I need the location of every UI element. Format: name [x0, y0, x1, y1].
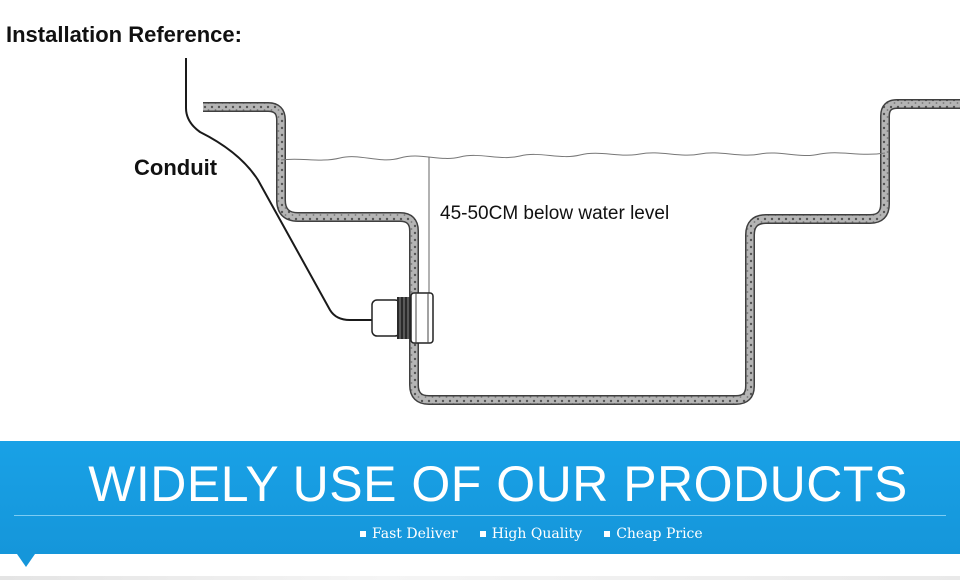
square-bullet-icon: [479, 531, 486, 537]
bottom-strip: [0, 576, 960, 580]
water-surface-line: [280, 152, 886, 161]
depth-label: 45-50CM below water level: [440, 203, 670, 224]
square-bullet-icon: [360, 531, 366, 537]
feature-list: Fast Deliver High Quality Cheap Price: [360, 526, 703, 542]
feature-label: High Quality: [491, 526, 583, 542]
banner-pointer-arrow-icon: [17, 554, 35, 567]
installation-diagram: Installation Reference: Conduit 45-50CM …: [6, 22, 960, 405]
feature-item: High Quality: [479, 526, 583, 542]
products-banner: WIDELY USE OF OUR PRODUCTS Fast Deliver …: [0, 441, 960, 554]
pool-wall: [203, 99, 960, 405]
banner-divider: [14, 515, 946, 516]
feature-label: Fast Deliver: [372, 526, 458, 542]
conduit-cable: [185, 58, 372, 321]
feature-item: Cheap Price: [604, 526, 703, 542]
pool-cross-section: [185, 58, 960, 405]
conduit-label: Conduit: [134, 155, 218, 180]
banner-heading: WIDELY USE OF OUR PRODUCTS: [88, 456, 908, 512]
pool-light-fixture: [371, 292, 434, 344]
diagram-title: Installation Reference:: [6, 22, 242, 47]
feature-label: Cheap Price: [616, 526, 703, 542]
square-bullet-icon: [604, 531, 611, 537]
feature-item: Fast Deliver: [360, 526, 458, 542]
